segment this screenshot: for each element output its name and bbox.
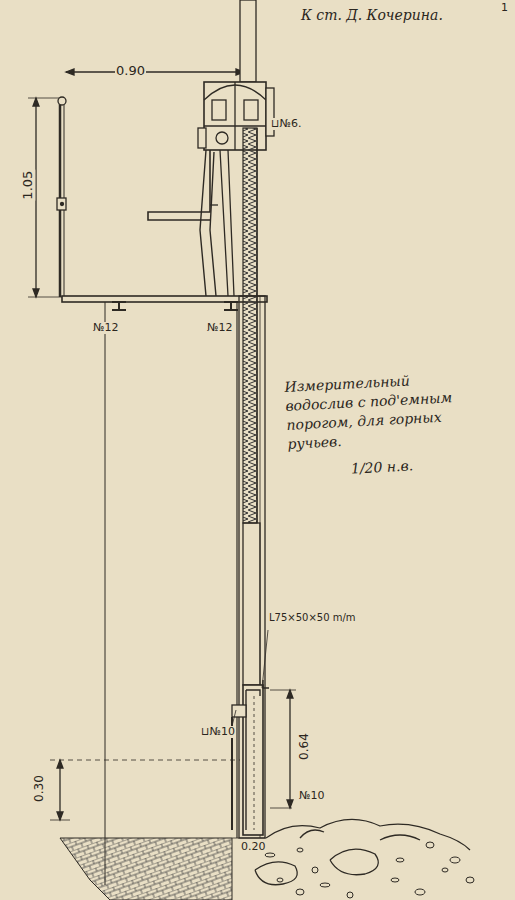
pebble [296,889,304,895]
dimension: 0.64 [298,732,311,761]
pebble [426,842,434,848]
profile-number: №12 [92,322,119,334]
pebble [347,892,353,898]
reference-note: К ст. Д. Кочерина. [300,8,444,23]
profile-number: ⊔№6. [270,118,303,130]
dimension: 1.05 [21,170,35,201]
pebble [415,889,425,895]
profile-number: №10 [298,790,325,802]
pebble [312,867,318,873]
profile-number: L75×50×50 m/m [268,612,357,623]
pebble [466,877,474,883]
pebble [442,868,448,872]
dimension: 0.90 [115,64,146,78]
pebble [297,848,303,852]
pebble [265,853,275,857]
dimension: 0.30 [33,774,46,803]
pebble [391,878,399,882]
profile-number: ⊔№10 [200,726,236,738]
profile-number: №12 [206,322,233,334]
pebble [277,878,283,882]
pebble [320,883,330,887]
dimension: 0.20 [240,841,267,853]
pebble [450,857,460,863]
scale-note: 1/20 н.в. [350,458,415,477]
page-number: 1 [500,2,509,14]
drawing-title: Измерительный водослив с под'емным порог… [284,369,458,453]
pebble [396,858,404,862]
